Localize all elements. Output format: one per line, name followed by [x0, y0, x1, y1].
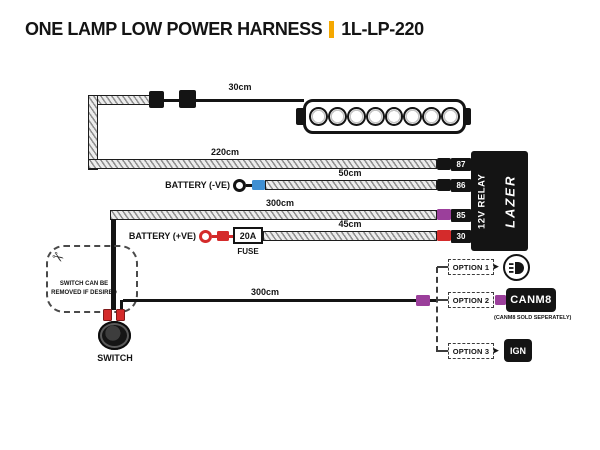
lightbar-bracket-right — [462, 108, 471, 125]
battery-negative-label: BATTERY (-VE) — [165, 180, 230, 190]
cable-battery-positive — [263, 231, 437, 241]
battery-negative-ring-terminal-icon — [233, 179, 246, 192]
switch-button — [98, 321, 131, 350]
ign-label: IGN — [509, 345, 526, 356]
led-lens — [309, 107, 328, 126]
terminal-87-connector — [437, 158, 451, 170]
relay-terminal-87: 87 — [451, 158, 471, 171]
switch-terminal-left — [103, 309, 112, 321]
purple-splice-canm8 — [495, 295, 506, 305]
diagram-title: ONE LAMP LOW POWER HARNESS 1L-LP-220 — [25, 19, 424, 40]
cable-battery-negative — [265, 180, 437, 190]
options-branch-line — [436, 267, 438, 352]
title-separator — [329, 21, 335, 38]
led-lens — [422, 107, 442, 126]
switch-to-feed-wire — [120, 300, 123, 310]
relay-label: 12V RELAY — [476, 173, 488, 229]
red-splice-terminal-30 — [437, 230, 451, 241]
option3-label: OPTION 3 — [452, 346, 490, 356]
led-lens — [327, 107, 347, 126]
terminal-86-connector — [437, 179, 451, 191]
fuse-label: FUSE — [237, 247, 259, 256]
led-lightbar — [303, 99, 466, 134]
sidelight-icon — [503, 254, 530, 281]
lamp-connector-female — [149, 91, 164, 108]
relay-terminal-86: 86 — [451, 179, 471, 192]
relay-brand-logo: LAZER — [502, 174, 518, 228]
switch-note-line1: SWITCH CAN BE — [59, 281, 109, 287]
fuse-box: 20A — [233, 227, 263, 244]
option1-arrow-icon: ▸ — [494, 261, 499, 271]
option3-label-box: OPTION 3 — [448, 343, 494, 359]
lamp-cable-vertical — [88, 95, 98, 170]
led-lens — [365, 107, 385, 126]
cable-options-feed — [123, 299, 416, 302]
cable-switch-feed-length: 300cm — [265, 198, 295, 208]
canm8-label: CANM8 — [510, 294, 552, 306]
headlamp-symbol — [508, 261, 524, 274]
option2-label: OPTION 2 — [452, 295, 490, 305]
relay-body — [471, 151, 528, 251]
led-lens — [384, 107, 404, 126]
lamp-pigtail-length: 30cm — [228, 82, 252, 92]
led-lens — [441, 107, 460, 126]
battery-negative-stem-wire — [246, 184, 252, 187]
option1-label-box: OPTION 1 — [448, 259, 494, 275]
switch-drop-wire — [111, 219, 116, 310]
switch-terminal-right — [116, 309, 125, 321]
option3-arrow-icon: ▸ — [494, 345, 499, 355]
title-text: ONE LAMP LOW POWER HARNESS — [25, 19, 323, 39]
option3-branch-stub — [437, 350, 448, 352]
cable-battery-negative-length: 50cm — [338, 168, 362, 178]
canm8-box: CANM8 — [506, 288, 556, 312]
cable-options-feed-length: 300cm — [250, 287, 280, 297]
purple-splice-options — [416, 295, 430, 306]
red-splice-connector — [217, 231, 229, 241]
title-code: 1L-LP-220 — [341, 19, 424, 39]
options-junction-wire — [430, 299, 437, 302]
battery-positive-stem-wire — [212, 235, 218, 238]
cable-battery-positive-length: 45cm — [338, 219, 362, 229]
switch-label: SWITCH — [97, 353, 133, 363]
battery-positive-label: BATTERY (+VE) — [128, 231, 196, 241]
battery-positive-ring-terminal-icon — [199, 230, 212, 243]
cable-relay-87 — [88, 159, 437, 169]
canm8-note: (CANM8 SOLD SEPERATELY) — [494, 315, 572, 321]
led-lens — [346, 107, 366, 126]
lamp-pigtail-wire — [196, 99, 304, 102]
fuse-rating: 20A — [239, 230, 257, 241]
purple-splice-terminal-85 — [437, 209, 451, 220]
relay-terminal-85: 85 — [451, 209, 471, 222]
fuse-lead-wire — [229, 235, 234, 238]
lamp-connector-male — [179, 90, 196, 108]
removable-section-outline — [46, 245, 138, 313]
option1-label: OPTION 1 — [452, 262, 490, 272]
lightbar-bracket-left — [296, 108, 305, 125]
cable-relay-87-length: 220cm — [210, 147, 240, 157]
cable-switch-feed — [110, 210, 437, 220]
option1-branch-stub — [437, 266, 448, 268]
connector-link-wire — [164, 99, 179, 102]
switch-note-line2: REMOVED IF DESIRED — [51, 290, 117, 296]
option2-branch-stub — [437, 299, 448, 301]
ign-box: IGN — [504, 339, 532, 362]
relay-terminal-30: 30 — [451, 230, 471, 243]
option2-label-box: OPTION 2 — [448, 292, 494, 308]
led-lens — [403, 107, 423, 126]
blue-splice-connector — [252, 180, 265, 190]
